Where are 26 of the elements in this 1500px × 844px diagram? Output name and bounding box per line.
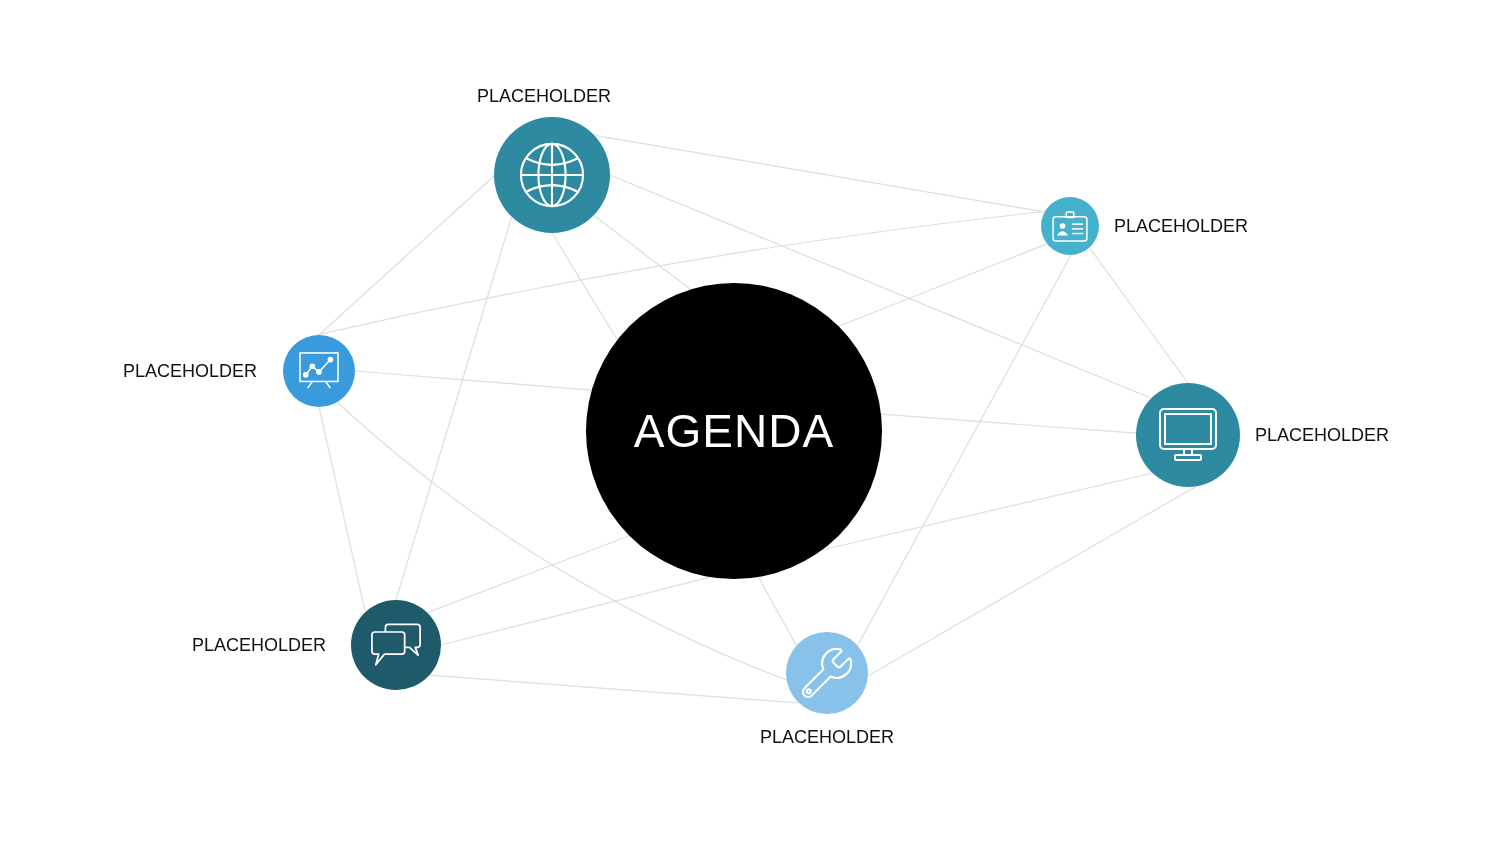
connector-line — [426, 535, 630, 614]
connector-line — [838, 243, 1048, 327]
connector-line — [315, 210, 1046, 336]
connector-line — [428, 674, 800, 704]
topic-label: PLACEHOLDER — [760, 726, 894, 748]
connector-line — [867, 485, 1197, 677]
connector-line — [395, 216, 513, 601]
connector-line — [1088, 247, 1189, 384]
topic-label: PLACEHOLDER — [1255, 424, 1390, 446]
agenda-title: AGENDA — [633, 406, 835, 456]
connector-line — [318, 406, 366, 613]
connector-line — [880, 413, 1137, 434]
connector-line — [440, 576, 711, 646]
connector-line — [318, 175, 495, 336]
connector-line — [821, 472, 1154, 551]
topic-label: PLACEHOLDER — [477, 85, 611, 107]
topic-label: PLACEHOLDER — [1114, 215, 1249, 237]
connector-line — [551, 232, 618, 341]
connector-line — [757, 576, 798, 647]
connector-line — [593, 214, 692, 291]
topic-label: PLACEHOLDER — [122, 360, 257, 382]
connector-line — [354, 370, 593, 391]
connector-line — [336, 401, 788, 681]
connector-line — [609, 174, 1152, 399]
connector-line — [856, 254, 1072, 647]
topic-label: PLACEHOLDER — [191, 634, 326, 656]
